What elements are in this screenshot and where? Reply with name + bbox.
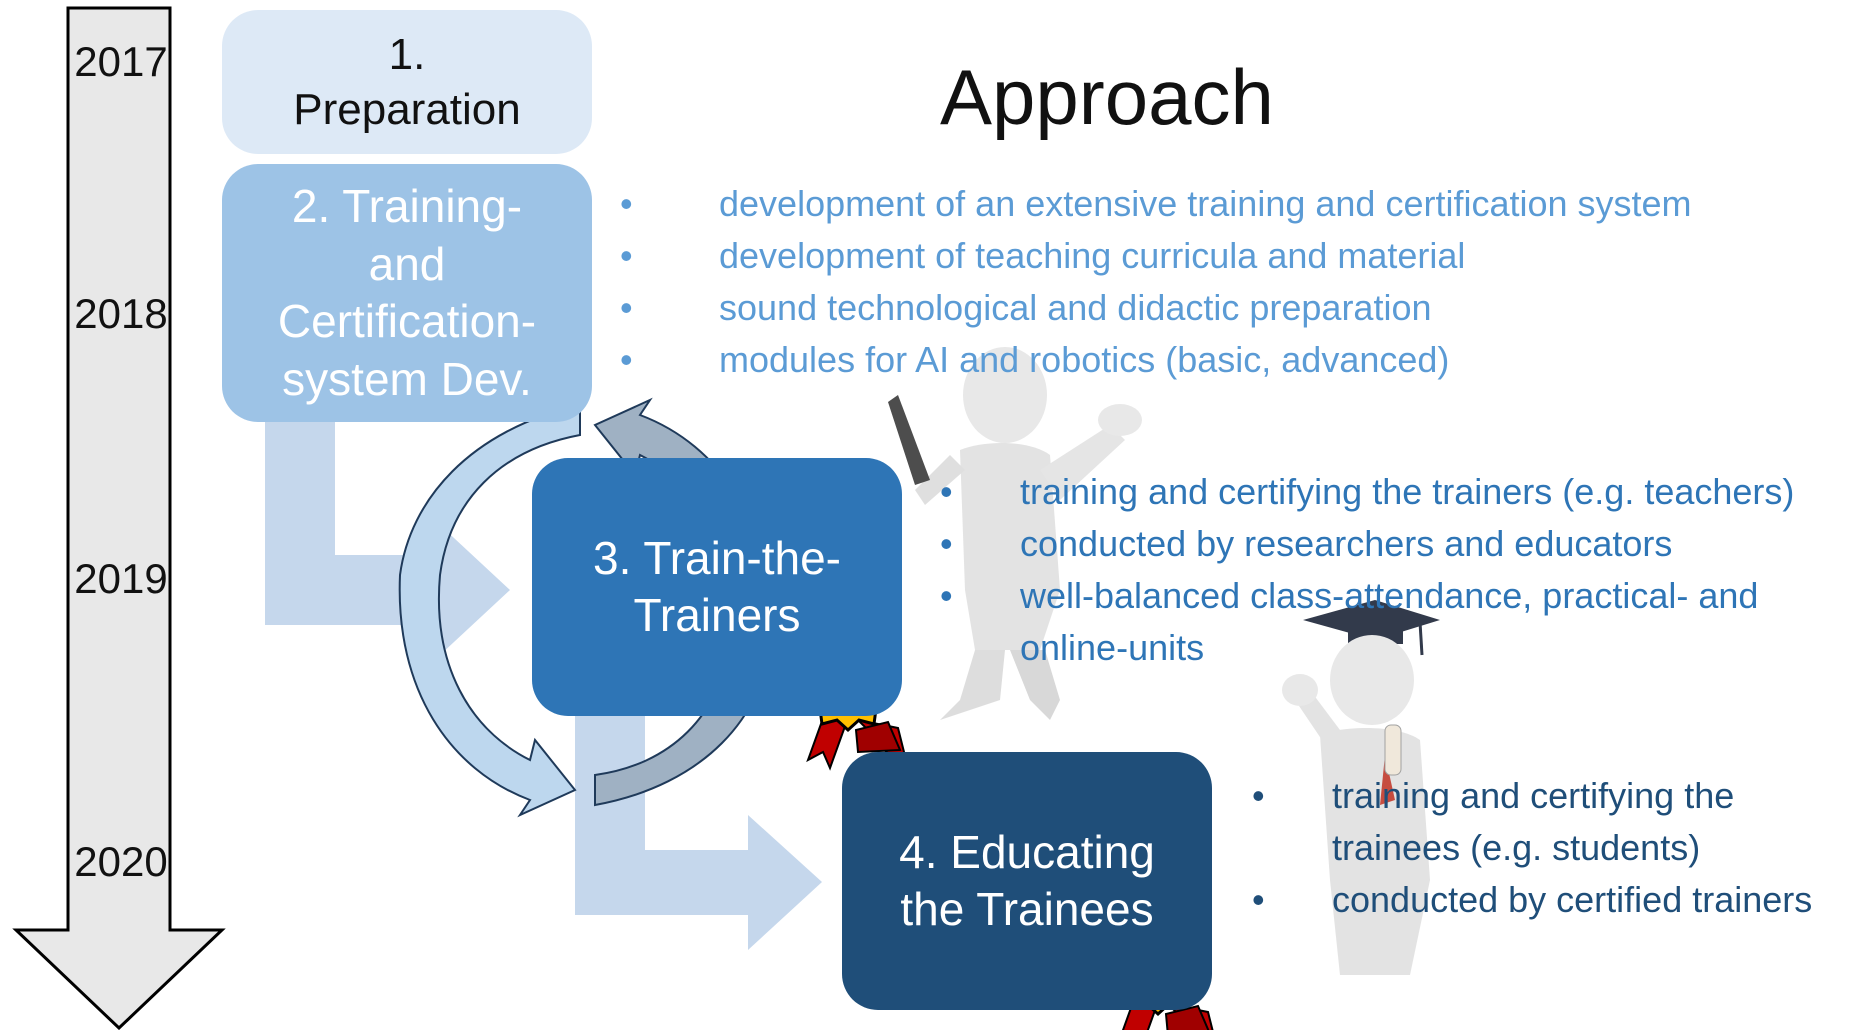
list-item: • development of an extensive training an…	[620, 178, 1692, 230]
bullet-text: training and certifying the trainees (e.…	[1332, 775, 1735, 868]
step-3-label: 3. Train-the- Trainers	[593, 531, 841, 642]
bullet-dot: •	[620, 183, 633, 224]
list-item: • development of teaching curricula and m…	[620, 230, 1692, 282]
bullet-dot: •	[940, 523, 953, 564]
bullet-dot: •	[1252, 879, 1265, 920]
bullet-dot: •	[620, 287, 633, 328]
year-label-2019: 2019	[74, 555, 168, 602]
figure-with-tablet-icon	[888, 347, 1142, 720]
bullet-text: well-balanced class-attendance, practica…	[1020, 575, 1759, 668]
step-1-preparation: 1. Preparation	[222, 10, 592, 154]
bullet-text: development of teaching curricula and ma…	[719, 235, 1466, 276]
bullet-dot: •	[940, 575, 953, 616]
list-item: • sound technological and didactic prepar…	[620, 282, 1692, 334]
bullet-text: development of an extensive training and…	[719, 183, 1692, 224]
flow-arrow-2-to-3	[265, 420, 510, 655]
cycle-arrow-down	[398, 403, 581, 818]
bullet-text: conducted by researchers and educators	[1020, 523, 1673, 564]
year-label-2017: 2017	[74, 38, 168, 85]
step-4-educating-trainees: 4. Educating the Trainees	[842, 752, 1212, 1010]
step-2-bullet-list: • development of an extensive training an…	[620, 178, 1692, 386]
step-3-bullet-list: • training and certifying the trainers (e…	[940, 466, 1860, 674]
step-2-label: 2. Training- and Certification- system D…	[277, 180, 537, 405]
list-item: • training and certifying the trainers (e…	[940, 466, 1860, 518]
list-item: • conducted by researchers and educators	[940, 518, 1860, 570]
bullet-dot: •	[1252, 775, 1265, 816]
year-label-2020: 2020	[74, 838, 168, 885]
graduate-figure-icon	[1282, 600, 1440, 975]
step-3-train-the-trainers: 3. Train-the- Trainers	[532, 458, 902, 716]
bullet-text: modules for AI and robotics (basic, adva…	[719, 339, 1450, 380]
list-item: • training and certifying the trainees (e…	[1252, 770, 1852, 874]
list-item: • modules for AI and robotics (basic, adv…	[620, 334, 1692, 386]
step-4-bullet-list: • training and certifying the trainees (e…	[1252, 770, 1872, 926]
list-item: • conducted by certified trainers	[1252, 874, 1872, 926]
bullet-text: sound technological and didactic prepara…	[719, 287, 1432, 328]
list-item: • well-balanced class-attendance, practic…	[940, 570, 1780, 674]
step-4-label: 4. Educating the Trainees	[899, 825, 1155, 936]
bullet-text: conducted by certified trainers	[1332, 879, 1813, 920]
timeline-arrow	[12, 6, 226, 1030]
bullet-text: training and certifying the trainers (e.…	[1020, 471, 1795, 512]
bullet-dot: •	[940, 471, 953, 512]
year-label-2018: 2018	[74, 290, 168, 337]
page-title: Approach	[940, 53, 1274, 141]
bullet-dot: •	[620, 235, 633, 276]
bullet-dot: •	[620, 339, 633, 380]
step-2-system-development: 2. Training- and Certification- system D…	[222, 164, 592, 422]
step-1-label: 1. Preparation	[293, 30, 521, 134]
